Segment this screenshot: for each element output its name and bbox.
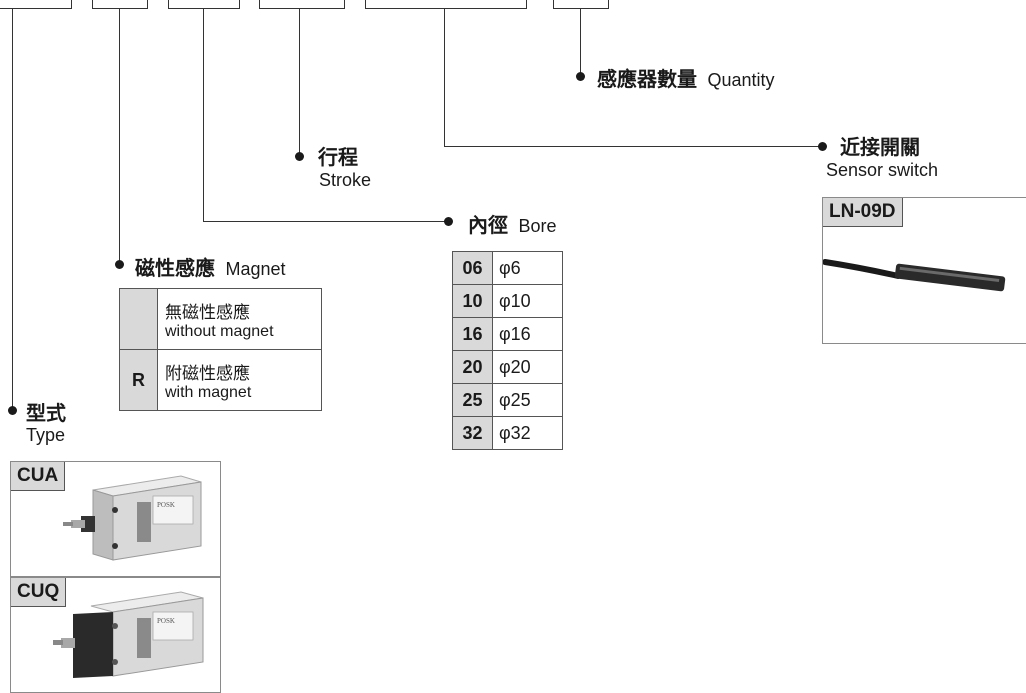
magnet-row: 無磁性感應 without magnet	[119, 288, 322, 350]
stroke-bullet	[295, 152, 304, 161]
bore-value: φ25	[492, 383, 563, 417]
code-box-type	[0, 0, 72, 9]
code-box-bore	[168, 0, 240, 9]
bore-code: 06	[452, 251, 493, 285]
bore-value: φ10	[492, 284, 563, 318]
quantity-label-zh: 感應器數量	[597, 69, 697, 91]
bore-code: 10	[452, 284, 493, 318]
sensor-label-en: Sensor switch	[826, 160, 939, 180]
magnet-code	[119, 288, 158, 350]
magnet-table: 無磁性感應 without magnet R 附磁性感應 with magnet	[119, 288, 322, 411]
sensor-connector-v	[444, 8, 445, 147]
magnet-label: 磁性感應 Magnet	[135, 252, 286, 281]
cylinder-cuq-image: POSK	[53, 591, 204, 678]
bore-value: φ6	[492, 251, 563, 285]
bore-label-zh: 內徑	[468, 215, 508, 237]
stroke-label-zh: 行程	[318, 147, 358, 169]
stroke-label-en: Stroke	[319, 170, 372, 190]
type-card-cuq: CUQ POSK	[10, 577, 221, 693]
bore-bullet	[444, 217, 453, 226]
cylinder-brand-cuq: POSK	[157, 617, 175, 625]
magnet-bullet	[115, 260, 124, 269]
magnet-label-zh: 磁性感應	[135, 258, 215, 280]
magnet-label-en: Magnet	[225, 259, 286, 279]
type-label-zh: 型式	[26, 403, 66, 425]
magnet-row: R 附磁性感應 with magnet	[119, 349, 322, 411]
type-label-en: Type	[26, 425, 66, 445]
code-box-magnet	[92, 0, 148, 9]
bore-value: φ20	[492, 350, 563, 384]
magnet-connector	[119, 8, 120, 264]
sensor-connector-h	[444, 146, 822, 147]
quantity-label-en: Quantity	[707, 70, 775, 90]
magnet-code: R	[119, 349, 158, 411]
magnet-option-en: without magnet	[165, 322, 274, 340]
type-model-label: CUA	[11, 462, 66, 491]
type-card-cua: CUA POSK	[10, 461, 221, 577]
bore-code: 32	[452, 416, 493, 450]
code-box-sensor	[365, 0, 527, 9]
sensor-card: LN-09D	[822, 197, 1026, 344]
bore-code: 20	[452, 350, 493, 384]
type-bullet	[8, 406, 17, 415]
stroke-connector	[299, 8, 300, 156]
bore-connector-v	[203, 8, 204, 222]
type-model-label: CUQ	[11, 578, 67, 607]
bore-label-en: Bore	[518, 216, 557, 236]
code-box-quantity	[553, 0, 609, 9]
magnet-option: 附磁性感應 with magnet	[157, 349, 322, 411]
bore-code: 16	[452, 317, 493, 351]
bore-value: φ16	[492, 317, 563, 351]
sensor-bullet	[818, 142, 827, 151]
bore-code: 25	[452, 383, 493, 417]
bore-connector-h	[203, 221, 448, 222]
quantity-label: 感應器數量 Quantity	[597, 63, 775, 92]
cylinder-cua-image: POSK	[63, 475, 202, 561]
sensor-label-zh: 近接開關	[840, 137, 920, 159]
code-box-stroke	[259, 0, 345, 9]
quantity-bullet	[576, 72, 585, 81]
magnet-option-zh: 附磁性感應	[165, 363, 250, 383]
type-connector	[12, 8, 13, 408]
quantity-connector	[580, 8, 581, 76]
sensor-model-label: LN-09D	[823, 198, 903, 227]
bore-value: φ32	[492, 416, 563, 450]
magnet-option: 無磁性感應 without magnet	[157, 288, 322, 350]
sensor-switch-image	[823, 259, 1006, 292]
magnet-option-en: with magnet	[165, 383, 252, 401]
cylinder-brand-cua: POSK	[157, 501, 175, 509]
magnet-option-zh: 無磁性感應	[165, 302, 250, 322]
bore-label: 內徑 Bore	[468, 209, 556, 238]
